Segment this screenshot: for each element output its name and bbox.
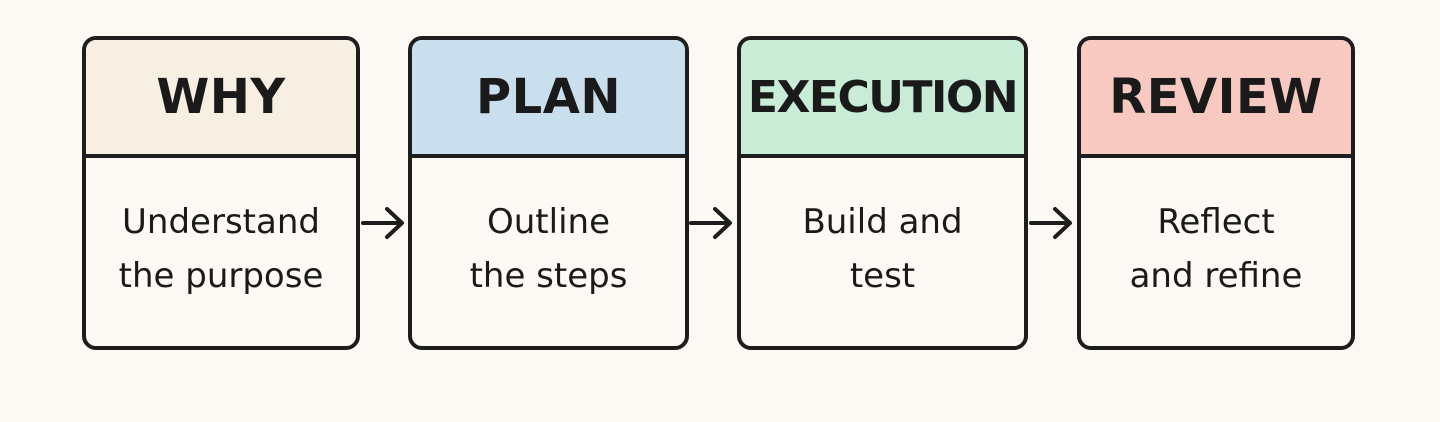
- arrow-right-icon: [689, 207, 732, 239]
- step-why-body: Understand the purpose: [86, 158, 356, 346]
- step-plan-text-line-2: the steps: [469, 256, 628, 296]
- step-why-text-line-1: Understand: [122, 202, 320, 242]
- step-plan-text-line-1: Outline: [486, 202, 610, 242]
- step-review-header: REVIEW: [1081, 40, 1351, 158]
- step-execution-header: EXECUTION: [741, 40, 1024, 158]
- step-why-header: WHY: [86, 40, 356, 158]
- arrow-right-icon: [361, 207, 404, 239]
- step-why: WHY Understand the purpose: [82, 36, 360, 350]
- step-execution: EXECUTION Build and test: [737, 36, 1028, 350]
- step-plan-title: PLAN: [475, 69, 622, 125]
- step-review-text-line-2: and refine: [1129, 256, 1303, 296]
- step-plan-body: Outline the steps: [412, 158, 685, 346]
- step-review: REVIEW Reflect and refine: [1077, 36, 1355, 350]
- step-execution-title: EXECUTION: [747, 71, 1019, 123]
- step-why-title: WHY: [156, 69, 286, 125]
- step-plan-header: PLAN: [412, 40, 685, 158]
- step-review-body: Reflect and refine: [1081, 158, 1351, 346]
- step-plan: PLAN Outline the steps: [408, 36, 689, 350]
- step-review-title: REVIEW: [1109, 69, 1323, 125]
- step-execution-text-line-1: Build and: [802, 202, 963, 242]
- arrow-right-icon: [1029, 207, 1072, 239]
- step-execution-body: Build and test: [741, 158, 1024, 346]
- step-review-text-line-1: Reflect: [1157, 202, 1275, 242]
- step-why-text-line-2: the purpose: [118, 256, 324, 296]
- step-execution-text-line-2: test: [849, 256, 916, 296]
